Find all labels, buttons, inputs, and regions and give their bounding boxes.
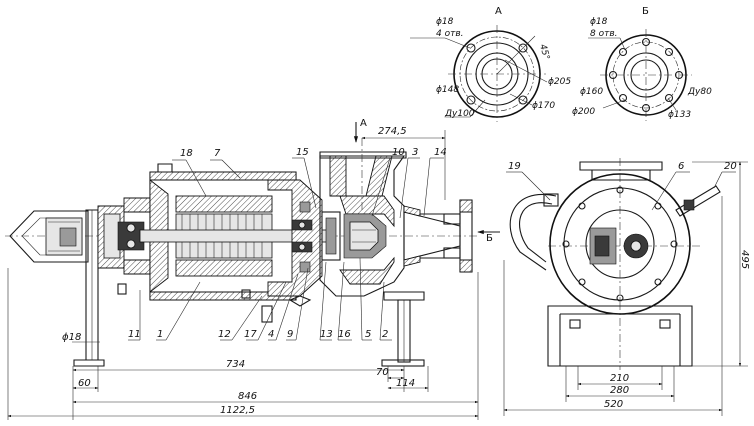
dimension-lines: 274,5 ϕ18 734 70 60 114 846 1122,5 <box>7 126 750 420</box>
dim-495: 495 <box>739 250 750 269</box>
section-arrow-a-label: А <box>360 118 367 129</box>
callout-16: 16 <box>338 329 351 340</box>
coupling-guard <box>9 210 89 263</box>
view-b-label: Б <box>642 6 649 17</box>
view-b-d133: ϕ133 <box>668 110 691 120</box>
view-b-d18: ϕ18 <box>590 17 608 27</box>
dim-280: 280 <box>610 385 629 396</box>
view-a-d148: ϕ148 <box>436 85 459 95</box>
callout-1: 1 <box>157 329 163 340</box>
callout-17: 17 <box>244 329 257 340</box>
dim-1122: 1122,5 <box>220 405 255 416</box>
view-b-d200: ϕ200 <box>572 107 595 117</box>
bearing-housing <box>267 179 341 307</box>
callout-6: 6 <box>678 161 684 172</box>
pump-casing <box>319 138 407 297</box>
side-view <box>509 158 721 370</box>
callout-15: 15 <box>296 147 309 158</box>
dim-d18: ϕ18 <box>62 332 81 343</box>
callout-3: 3 <box>412 147 418 158</box>
view-a-flange: А ϕ18 4 отв. 45° ϕ205 ϕ148 ϕ170 Ду100 <box>410 6 571 122</box>
section-arrows: А Б <box>353 118 500 244</box>
view-a-angle: 45° <box>537 43 551 61</box>
right-support <box>381 291 425 367</box>
callout-9: 9 <box>287 329 293 340</box>
callout-7: 7 <box>214 148 221 159</box>
view-b-dn: Ду80 <box>687 87 712 97</box>
callout-20: 20 <box>724 161 737 172</box>
view-a-d18: ϕ18 <box>436 17 454 27</box>
dim-846: 846 <box>238 391 257 402</box>
dim-210: 210 <box>610 373 629 384</box>
callout-5: 5 <box>365 329 371 340</box>
suction-nozzle <box>403 199 473 273</box>
dim-274: 274,5 <box>378 126 407 137</box>
side-bolts <box>562 186 678 302</box>
left-support <box>73 209 105 367</box>
dim-60: 60 <box>78 378 91 389</box>
callout-18: 18 <box>180 148 193 159</box>
motor-end-cover <box>97 197 151 275</box>
view-a-d205: ϕ205 <box>548 77 571 87</box>
view-a-d170: ϕ170 <box>532 101 555 111</box>
callout-2: 2 <box>382 329 388 340</box>
motor-housing <box>117 163 331 323</box>
callouts: 18 7 15 10 3 14 11 1 12 17 4 9 13 16 5 2… <box>128 147 737 341</box>
callout-19: 19 <box>508 161 521 172</box>
dim-520: 520 <box>604 399 623 410</box>
dim-70: 70 <box>376 367 389 378</box>
dim-734: 734 <box>226 359 245 370</box>
dim-114: 114 <box>396 378 415 389</box>
callout-12: 12 <box>218 329 231 340</box>
view-b-flange: Б ϕ18 8 отв. ϕ160 Ду80 ϕ200 ϕ133 <box>572 6 712 121</box>
view-b-holes: 8 отв. <box>590 29 618 39</box>
callout-14: 14 <box>434 147 447 158</box>
callout-4: 4 <box>268 329 274 340</box>
callout-11: 11 <box>128 329 141 340</box>
section-arrow-b-label: Б <box>486 233 493 244</box>
callout-13: 13 <box>320 329 333 340</box>
view-b-d160: ϕ160 <box>580 87 603 97</box>
view-a-label: А <box>495 6 502 17</box>
main-section-view <box>5 138 478 367</box>
view-a-dn: Ду100 <box>444 109 475 119</box>
view-b-bolt-holes <box>608 37 684 113</box>
callout-10: 10 <box>392 147 405 158</box>
view-a-holes: 4 отв. <box>436 29 464 39</box>
